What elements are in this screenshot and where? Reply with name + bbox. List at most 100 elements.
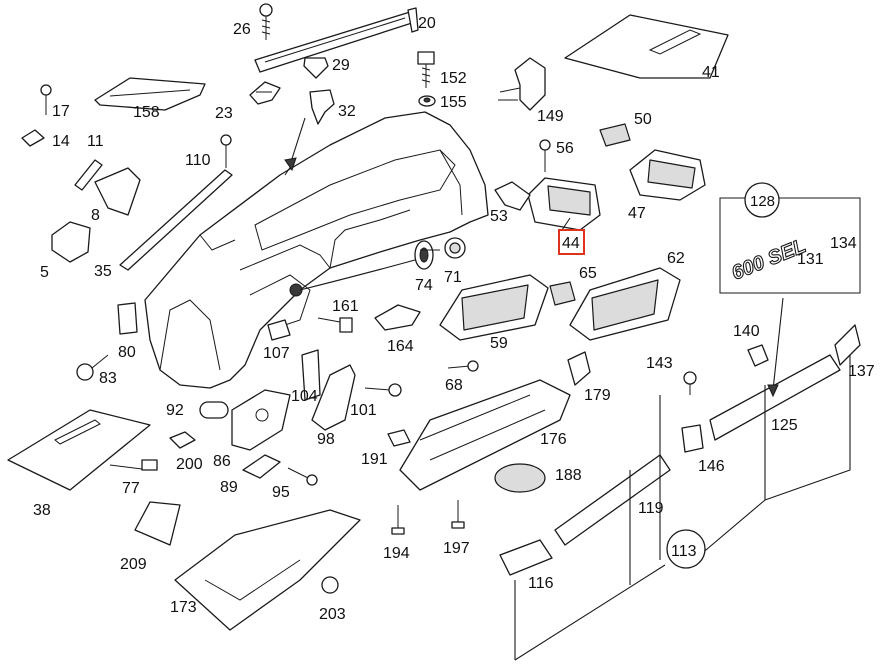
label-53: 53 xyxy=(490,208,508,225)
label-131: 131 xyxy=(797,251,824,268)
label-137: 137 xyxy=(848,363,875,380)
label-119: 119 xyxy=(638,500,664,517)
label-62: 62 xyxy=(667,250,685,267)
cover-plate-41 xyxy=(564,14,729,79)
screw-197 xyxy=(451,500,465,529)
label-173: 173 xyxy=(170,599,197,616)
label-59: 59 xyxy=(490,335,508,352)
glovebox-176 xyxy=(399,379,571,491)
label-38: 38 xyxy=(33,502,51,519)
badge-box-128 xyxy=(719,197,861,398)
screw-68 xyxy=(447,360,479,372)
clip-32 xyxy=(309,89,335,125)
bracket-179 xyxy=(567,351,591,386)
label-197: 197 xyxy=(443,540,470,557)
label-140: 140 xyxy=(733,323,760,340)
screw-161 xyxy=(317,317,353,333)
bolt-152 xyxy=(417,51,435,88)
label-209: 209 xyxy=(120,556,147,573)
label-89: 89 xyxy=(220,479,238,496)
clip-107 xyxy=(267,319,291,341)
bracket-158 xyxy=(94,77,206,111)
switch-50 xyxy=(599,123,631,147)
bracket-98 xyxy=(311,364,356,431)
highlight-44 xyxy=(558,229,585,255)
label-98: 98 xyxy=(317,431,335,448)
part-164 xyxy=(374,304,421,331)
bracket-104 xyxy=(301,349,321,401)
label-92: 92 xyxy=(166,402,184,419)
leader-lines xyxy=(420,217,571,251)
clip-80 xyxy=(117,302,138,335)
lower-panel-173 xyxy=(174,509,361,631)
label-8: 8 xyxy=(91,207,100,224)
screw-143 xyxy=(683,371,697,395)
label-83: 83 xyxy=(99,370,117,387)
clip-29 xyxy=(303,57,329,79)
label-155: 155 xyxy=(440,94,467,111)
screw-95 xyxy=(287,467,318,486)
trim-137 xyxy=(834,324,861,366)
label-110: 110 xyxy=(185,152,211,169)
screw-56 xyxy=(539,139,551,172)
label-191: 191 xyxy=(361,451,388,468)
label-107: 107 xyxy=(263,345,290,362)
label-11: 11 xyxy=(87,133,104,150)
label-20: 20 xyxy=(418,15,436,32)
circle-113 xyxy=(666,529,706,569)
label-50: 50 xyxy=(634,111,652,128)
label-161: 161 xyxy=(332,298,359,315)
washer-155 xyxy=(418,95,436,107)
label-23: 23 xyxy=(215,105,233,122)
label-152: 152 xyxy=(440,70,467,87)
part-labels: 20 26 29 23 32 152 155 149 41 17 158 14 … xyxy=(33,15,875,623)
label-35: 35 xyxy=(94,263,112,280)
grommet-74 xyxy=(414,240,434,270)
group-113-lines xyxy=(514,355,851,661)
label-143: 143 xyxy=(646,355,673,372)
label-29: 29 xyxy=(332,57,350,74)
panel-8 xyxy=(94,167,141,216)
bracket-89 xyxy=(242,454,281,479)
vent-44 xyxy=(527,177,601,231)
label-5: 5 xyxy=(40,264,49,281)
label-164: 164 xyxy=(387,338,414,355)
panel-86 xyxy=(231,389,291,451)
label-65: 65 xyxy=(579,265,597,282)
clip-191 xyxy=(387,429,411,447)
label-134: 134 xyxy=(830,235,857,252)
screw-101 xyxy=(364,383,402,397)
bracket-53 xyxy=(494,181,531,211)
vent-47 xyxy=(629,149,706,201)
label-128: 128 xyxy=(750,193,775,210)
screw-26 xyxy=(259,3,273,40)
label-17: 17 xyxy=(52,103,70,120)
vent-62 xyxy=(569,267,681,341)
circle-128 xyxy=(744,182,780,218)
trim-strip-20 xyxy=(254,7,419,73)
strip-35 xyxy=(119,169,233,271)
label-77: 77 xyxy=(122,480,140,497)
trim-125 xyxy=(709,354,841,441)
bracket-77 xyxy=(109,459,158,471)
label-44: 44 xyxy=(562,235,580,252)
clip-200 xyxy=(169,431,196,449)
clip-146 xyxy=(681,424,704,453)
label-104: 104 xyxy=(291,388,318,405)
trim-119 xyxy=(554,454,671,546)
label-188: 188 xyxy=(555,467,582,484)
label-203: 203 xyxy=(319,606,346,623)
label-125: 125 xyxy=(771,417,798,434)
label-146: 146 xyxy=(698,458,725,475)
label-113: 113 xyxy=(671,543,697,560)
label-14: 14 xyxy=(52,133,70,150)
switch-65 xyxy=(549,281,576,306)
bracket-23 xyxy=(249,81,281,105)
label-116: 116 xyxy=(528,575,554,592)
cover-209 xyxy=(134,501,181,546)
cylinder-92 xyxy=(199,401,229,419)
label-158: 158 xyxy=(133,104,160,121)
label-47: 47 xyxy=(628,205,646,222)
bracket-149 xyxy=(498,57,546,111)
